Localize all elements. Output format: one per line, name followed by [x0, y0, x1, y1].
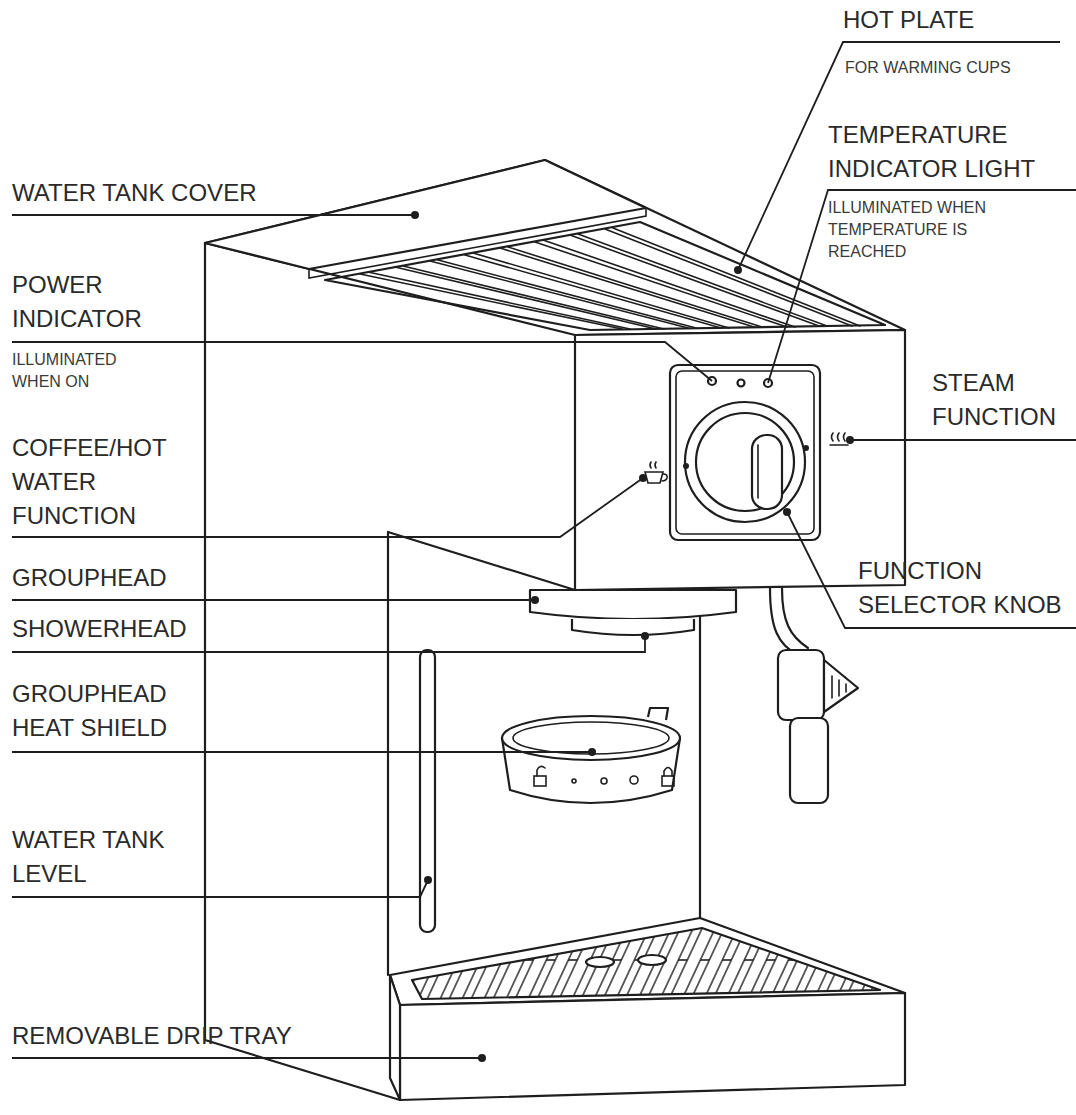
cover-lip [309, 208, 646, 278]
part-description: ILLUMINATED WHEN ON [12, 349, 142, 393]
position-mark [803, 445, 809, 451]
leader-dot [641, 632, 649, 640]
leader-line [850, 439, 1076, 441]
part-label: SHOWERHEAD [12, 612, 252, 646]
drip-tray-hole [586, 957, 614, 967]
control-panel [670, 365, 820, 540]
hot-plate-grille [360, 228, 860, 329]
part-label: GROUPHEAD [12, 561, 232, 595]
steam-wand-fin [824, 660, 858, 712]
selector-knob [696, 413, 794, 511]
body-side-edge [205, 243, 400, 1100]
position-dot [601, 778, 607, 784]
part-label: TEMPERATURE INDICATOR LIGHT [828, 118, 1068, 186]
lock-symbol [662, 776, 674, 786]
unlock-symbol [534, 776, 546, 786]
leader-line [12, 1057, 482, 1059]
position-dot [572, 779, 576, 783]
steam-base-symbol [830, 444, 848, 446]
leader-dot [411, 211, 419, 219]
leader-dot [846, 436, 854, 444]
part-label: GROUPHEAD HEAT SHIELD [12, 677, 202, 745]
indicator-lamp [738, 380, 745, 387]
part-label: REMOVABLE DRIP TRAY [12, 1019, 352, 1053]
position-dot [630, 776, 638, 784]
leader-line [787, 512, 1076, 628]
steam-wisp-symbol [832, 433, 846, 441]
lock-symbols [534, 766, 674, 786]
leader-lines [12, 42, 1076, 1062]
cup-symbol [645, 472, 663, 483]
leader-dot [734, 266, 742, 274]
leader-dot [531, 596, 539, 604]
part-label: FUNCTION SELECTOR KNOB [858, 554, 1072, 622]
knob-grip [752, 435, 782, 509]
unlock-shackle [537, 766, 545, 776]
drip-tray-side [390, 975, 400, 1100]
part-label: STEAM FUNCTION [932, 366, 1072, 434]
water-level-window [420, 650, 435, 932]
cup-handle-symbol [662, 474, 667, 481]
steam-wand-tube [790, 718, 828, 803]
drip-tray-grate-frame [412, 928, 880, 999]
selector-knob-ring [685, 402, 805, 522]
control-panel-inset [676, 371, 814, 534]
steam-icon [830, 433, 848, 445]
leader-line [12, 599, 535, 601]
steam-wand-grip [778, 650, 824, 720]
part-label: POWER INDICATOR [12, 268, 182, 336]
leader-dot [588, 748, 596, 756]
grille-slat [570, 234, 827, 326]
top-face [205, 160, 905, 335]
leader-line [768, 190, 1076, 383]
steam-wisp-symbol [650, 462, 656, 468]
leader-dot [639, 474, 647, 482]
part-label: WATER TANK LEVEL [12, 823, 202, 891]
leader-dot [478, 1054, 486, 1062]
grip-vents [832, 676, 846, 698]
part-label: HOT PLATE [843, 3, 1068, 37]
part-description: FOR WARMING CUPS [845, 57, 1070, 79]
leader-dot [783, 508, 791, 516]
showerhead [572, 619, 694, 635]
position-mark [683, 463, 689, 469]
front-face [575, 330, 905, 590]
shield-tab [648, 708, 668, 720]
grouphead [530, 590, 736, 619]
leader-dot [424, 876, 432, 884]
lock-shackle [664, 768, 672, 777]
leader-line [12, 342, 712, 381]
grille-slat [605, 228, 860, 326]
part-description: ILLUMINATED WHEN TEMPERATURE IS REACHED [828, 197, 1008, 263]
steam-pipe [770, 588, 808, 655]
column-edge [699, 590, 701, 918]
heat-shield-rim [502, 716, 680, 760]
coffee-cup-icon [645, 462, 667, 483]
part-label: COFFEE/HOT WATER FUNCTION [12, 431, 187, 533]
drip-tray-front [400, 993, 905, 1100]
drip-tray-grate [412, 928, 880, 999]
leader-line [12, 751, 592, 753]
leader-line [12, 214, 415, 216]
part-label: WATER TANK COVER [12, 176, 312, 210]
drip-tray-hole [638, 955, 666, 965]
knob-grip-highlight [757, 445, 759, 498]
drip-tray-top [390, 918, 905, 1005]
